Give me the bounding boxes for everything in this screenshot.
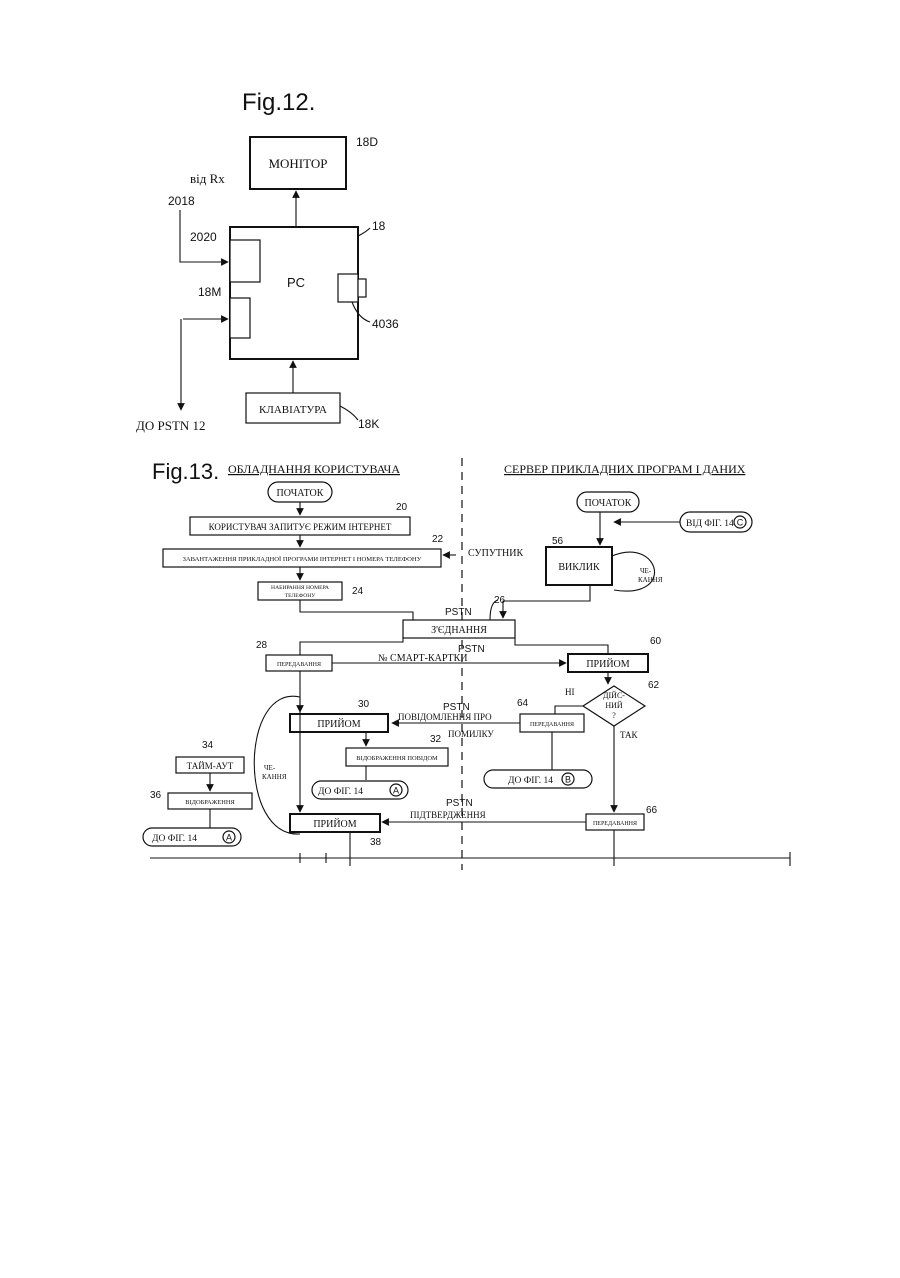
pc-ref: 18 <box>372 219 386 233</box>
pstn-label-4: PSTN <box>446 798 473 809</box>
receive-30-label: ПРИЙОМ <box>317 718 360 730</box>
ref-2018: 2018 <box>168 194 195 208</box>
to-pstn-label: ДО PSTN 12 <box>136 418 206 433</box>
connector-b-label: B <box>565 775 571 785</box>
to-fig-b-label: ДО ФІГ. 14 <box>508 776 553 786</box>
timeout-label: ТАЙМ-АУТ <box>187 761 234 771</box>
start-left-label: ПОЧАТОК <box>277 488 324 499</box>
ref-62: 62 <box>648 680 660 691</box>
ref-24: 24 <box>352 586 364 597</box>
ref-38: 38 <box>370 837 382 848</box>
receive-60-label: ПРИЙОМ <box>586 658 629 670</box>
wait-right-2: КАННЯ <box>638 576 663 584</box>
monitor-ref: 18D <box>356 135 378 149</box>
confirmation-label: ПІДТВЕРДЖЕННЯ <box>410 810 486 820</box>
ref-18m: 18M <box>198 285 221 299</box>
smart-card-label: № СМАРТ-КАРТКИ <box>378 653 468 664</box>
pstn-label-1: PSTN <box>445 607 472 618</box>
wait-left-2: КАННЯ <box>262 773 287 781</box>
connection-label: З'ЄДНАННЯ <box>431 625 487 636</box>
dialing-label-1: НАБИРАННЯ НОМЕРА <box>271 585 329 591</box>
ref-56: 56 <box>552 536 564 547</box>
fig12-title: Fig.12. <box>242 89 315 116</box>
ref-36: 36 <box>150 790 162 801</box>
dialing-label-2: ТЕЛЕФОНУ <box>285 593 316 599</box>
pc-label: PC <box>287 275 305 290</box>
keyboard-ref-leader <box>340 406 358 420</box>
fig13-title: Fig.13. <box>152 459 219 484</box>
loading-app-label: ЗАВАНТАЖЕННЯ ПРИКЛАДНОЇ ПРОГРАМИ ІНТЕРНЕ… <box>183 556 422 563</box>
ref-4036: 4036 <box>372 317 399 331</box>
start-right-label: ПОЧАТОК <box>585 498 632 509</box>
ref-20: 20 <box>396 502 408 513</box>
receive-38-label: ПРИЙОМ <box>313 818 356 830</box>
valid-label-1: ДІЙС- <box>603 691 625 700</box>
connector-a1-label: A <box>393 786 399 796</box>
error-message-2: ПОМИЛКУ <box>448 729 494 739</box>
to-fig-a1-label: ДО ФІГ. 14 <box>318 787 363 797</box>
valid-label-3: ? <box>612 711 616 720</box>
error-message-1: ПОВІДОМЛЕННЯ ПРО <box>398 712 492 722</box>
ref-34: 34 <box>202 740 214 751</box>
yes-label: ТАК <box>620 730 639 740</box>
ref-2020: 2020 <box>190 230 217 244</box>
ref-32: 32 <box>430 734 442 745</box>
display-message-label: ВІДОБРАЖЕННЯ ПОВІДОМ <box>356 755 438 762</box>
ref-22: 22 <box>432 534 444 545</box>
right-header: СЕРВЕР ПРИКЛАДНИХ ПРОГРАМ І ДАНИХ <box>504 462 746 476</box>
keyboard-label: КЛАВІАТУРА <box>259 404 327 416</box>
to-fig-a2-label: ДО ФІГ. 14 <box>152 834 197 844</box>
satellite-label: СУПУТНИК <box>468 548 523 559</box>
connector-a2-label: A <box>226 833 232 843</box>
ref-60: 60 <box>650 636 662 647</box>
keyboard-ref: 18K <box>358 417 379 431</box>
valid-label-2: НИЙ <box>605 701 623 710</box>
left-header: ОБЛАДНАННЯ КОРИСТУВАЧА <box>228 462 400 476</box>
connector-c-label: C <box>737 518 744 528</box>
monitor-label: МОНІТОР <box>268 156 327 171</box>
transmission-28-label: ПЕРЕДАВАННЯ <box>277 662 321 668</box>
transmission-66-label: ПЕРЕДАВАННЯ <box>593 821 637 827</box>
from-fig-c-label: ВІД ФІГ. 14 <box>686 519 734 529</box>
ref-66: 66 <box>646 805 658 816</box>
wait-left-1: ЧЕ- <box>264 764 276 772</box>
from-rx-label: від Rx <box>190 171 225 186</box>
module-2020-box <box>230 240 260 282</box>
ref-30: 30 <box>358 699 370 710</box>
module-4036-box <box>338 274 358 302</box>
figure-12: Fig.12. МОНІТОР 18D PC 18 КЛАВІАТУРА 18K… <box>136 89 399 433</box>
module-18m-box <box>230 298 250 338</box>
ref-28: 28 <box>256 640 268 651</box>
ref-64: 64 <box>517 698 529 709</box>
transmission-64-label: ПЕРЕДАВАННЯ <box>530 722 574 728</box>
module-4036-tab <box>358 279 366 297</box>
no-label: НІ <box>565 687 575 697</box>
wait-right-1: ЧЕ- <box>640 567 652 575</box>
figure-13: Fig.13. ОБЛАДНАННЯ КОРИСТУВАЧА СЕРВЕР ПР… <box>143 458 790 870</box>
no-branch-line <box>555 706 583 714</box>
dialing-to-connection-line <box>300 600 413 620</box>
connection-to-receive-right <box>515 638 608 655</box>
user-requests-label: КОРИСТУВАЧ ЗАПИТУЄ РЕЖИМ ІНТЕРНЕТ <box>209 522 392 532</box>
call-label: ВИКЛИК <box>558 562 600 573</box>
display-36-label: ВІДОБРАЖЕННЯ <box>185 799 235 806</box>
call-to-connection-arrow <box>503 585 590 618</box>
pc-ref-leader <box>358 228 370 236</box>
